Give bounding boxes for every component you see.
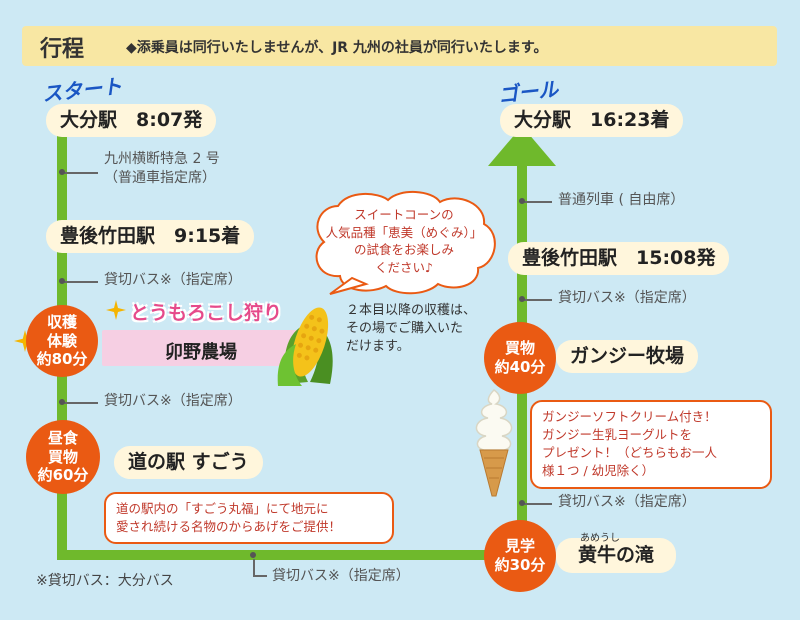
guernsey-farm: ガンジー牧場 <box>556 340 699 373</box>
leg-connector <box>62 281 98 283</box>
station-bungotaketa-arrive: 豊後竹田駅 9:15着 <box>46 220 255 253</box>
corn-bubble-shape <box>315 191 496 295</box>
guernsey-gift-bubble: ガンジーソフトクリーム付き！ ガンジー生乳ヨーグルトを プレゼント！（どちらもお… <box>530 400 772 489</box>
badge-line: 収穫 <box>46 312 77 331</box>
leg-express-train: 九州横断特急 2 号 （普通車指定席） <box>104 150 220 188</box>
leg-connector <box>253 559 255 575</box>
leg-express-seat: （普通車指定席） <box>104 169 216 186</box>
leg-dot <box>250 552 256 558</box>
start-label: スタート <box>41 73 124 107</box>
leg-connector <box>62 402 98 404</box>
bus-footnote: ※貸切バス：大分バス <box>36 573 174 589</box>
leg-bus-2: 貸切バス※（指定席） <box>104 393 242 409</box>
badge-shopping: 買物 約40分 <box>484 322 556 394</box>
badge-line: 約30分 <box>494 556 546 574</box>
ameushi-falls: 黄牛の滝 <box>556 538 677 573</box>
badge-line: 体験 <box>46 331 77 350</box>
goal-label: ゴール <box>497 76 560 108</box>
goal-arrow-icon <box>488 126 556 166</box>
badge-line: 約60分 <box>37 466 89 485</box>
leg-connector <box>522 299 552 301</box>
leg-express-name: 九州横断特急 2 号 <box>104 151 220 167</box>
leg-bus-r2: 貸切バス※（指定席） <box>558 494 696 510</box>
header-note: ◆添乗員は同行いたしませんが、JR 九州の社員が同行いたします。 <box>126 40 548 56</box>
harvest-title: とうもろこし狩り <box>130 302 283 324</box>
leg-dot <box>519 296 525 302</box>
badge-line: 買物 <box>47 447 78 466</box>
route-bottom-horizontal <box>57 550 527 560</box>
leg-connector <box>522 503 552 505</box>
soft-cream-icon <box>475 389 513 497</box>
leg-dot <box>59 278 65 284</box>
leg-connector <box>62 172 98 174</box>
badge-line: 見学 <box>504 537 535 556</box>
leg-dot <box>519 500 525 506</box>
leg-connector <box>522 201 552 203</box>
station-bungotaketa-depart: 豊後竹田駅 15:08発 <box>508 242 730 275</box>
badge-line: 約40分 <box>494 358 546 376</box>
badge-line: 買物 <box>504 339 535 358</box>
leg-dot <box>59 399 65 405</box>
farm-band <box>102 330 300 366</box>
header-title: 行程 <box>40 37 85 62</box>
badge-sightseeing: 見学 約30分 <box>484 520 556 592</box>
leg-local-train: 普通列車 ( 自由席） <box>558 192 685 208</box>
corn-purchase-note: ２本目以降の収穫は、 その場でご購入いた だけます。 <box>346 303 477 355</box>
badge-line: 約80分 <box>36 350 88 369</box>
station-oita-depart: 大分駅 8:07発 <box>46 104 217 137</box>
badge-harvest: 収穫 体験 約80分 <box>26 305 98 377</box>
leg-connector <box>253 575 267 577</box>
badge-line: 昼食 <box>47 428 78 447</box>
leg-bus-bottom: 貸切バス※（指定席） <box>272 568 410 584</box>
station-michinoeki-sugou: 道の駅 すごう <box>114 446 263 479</box>
ameushi-falls-ruby: あめうし <box>580 533 620 544</box>
sparkle-icon <box>14 330 36 352</box>
leg-dot <box>519 198 525 204</box>
itinerary-header: 行程 ◆添乗員は同行いたしませんが、JR 九州の社員が同行いたします。 <box>22 26 777 66</box>
corn-bubble-text: スイートコーンの 人気品種「恵美（めぐみ）」 の試食をお楽しみ ください♪ <box>325 207 483 275</box>
station-oita-arrive: 大分駅 16:23着 <box>500 104 684 137</box>
badge-lunch: 昼食 買物 約60分 <box>26 420 100 494</box>
leg-bus-r1: 貸切バス※（指定席） <box>558 290 696 306</box>
leg-dot <box>59 169 65 175</box>
corn-icon <box>277 307 333 386</box>
sparkle-icon <box>106 300 126 320</box>
leg-bus-1: 貸切バス※（指定席） <box>104 272 242 288</box>
ameushi-falls-label: 黄牛の滝 <box>578 544 655 566</box>
farm-uno: 卯野農場 <box>165 342 237 363</box>
lunch-bubble: 道の駅内の「すごう丸福」にて地元に 愛され続ける名物のからあげをご提供！ <box>104 492 394 545</box>
